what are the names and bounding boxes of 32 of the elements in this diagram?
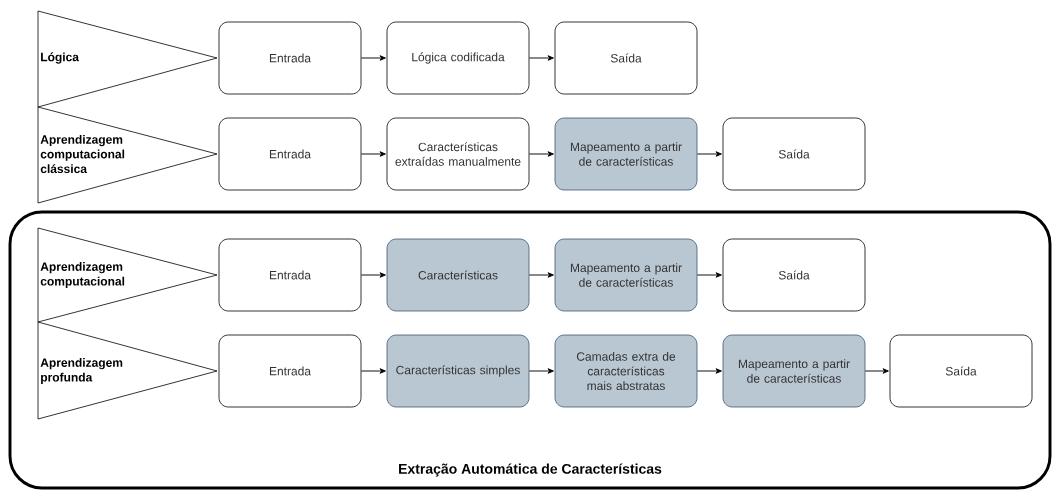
process-box: Saída (722, 238, 866, 312)
process-box: Mapeamento a partir de características (722, 334, 866, 408)
arrow (528, 272, 554, 278)
process-box: Lógica codificada (386, 21, 530, 95)
process-box: Entrada (218, 334, 362, 408)
triangle: Aprendizagem computacional (37, 227, 218, 323)
process-box: Mapeamento a partir de características (554, 238, 698, 312)
triangle: Aprendizagem profunda (37, 321, 218, 420)
arrow (360, 272, 386, 278)
process-box: Características (386, 238, 530, 312)
arrow (696, 272, 722, 278)
arrow (864, 368, 889, 374)
process-box: Mapeamento a partir de características (554, 117, 698, 191)
process-box: Características extraídas manualmente (386, 117, 530, 191)
process-box: Saída (889, 334, 1033, 408)
arrow (528, 151, 554, 157)
arrow (360, 368, 386, 374)
process-box: Camadas extra de características mais abstratas (554, 334, 698, 408)
arrow (696, 151, 722, 157)
process-box: Saída (722, 117, 866, 191)
process-box: Saída (554, 21, 698, 95)
triangle: Lógica (37, 10, 218, 108)
arrow (360, 55, 386, 61)
arrow (360, 151, 386, 157)
process-box: Entrada (218, 21, 362, 95)
process-box: Entrada (218, 238, 362, 312)
arrow (528, 368, 554, 374)
process-box: Entrada (218, 117, 362, 191)
arrow (696, 368, 722, 374)
triangle: Aprendizagem computacional clássica (37, 106, 218, 204)
process-box: Características simples (386, 334, 530, 408)
arrow (528, 55, 554, 61)
